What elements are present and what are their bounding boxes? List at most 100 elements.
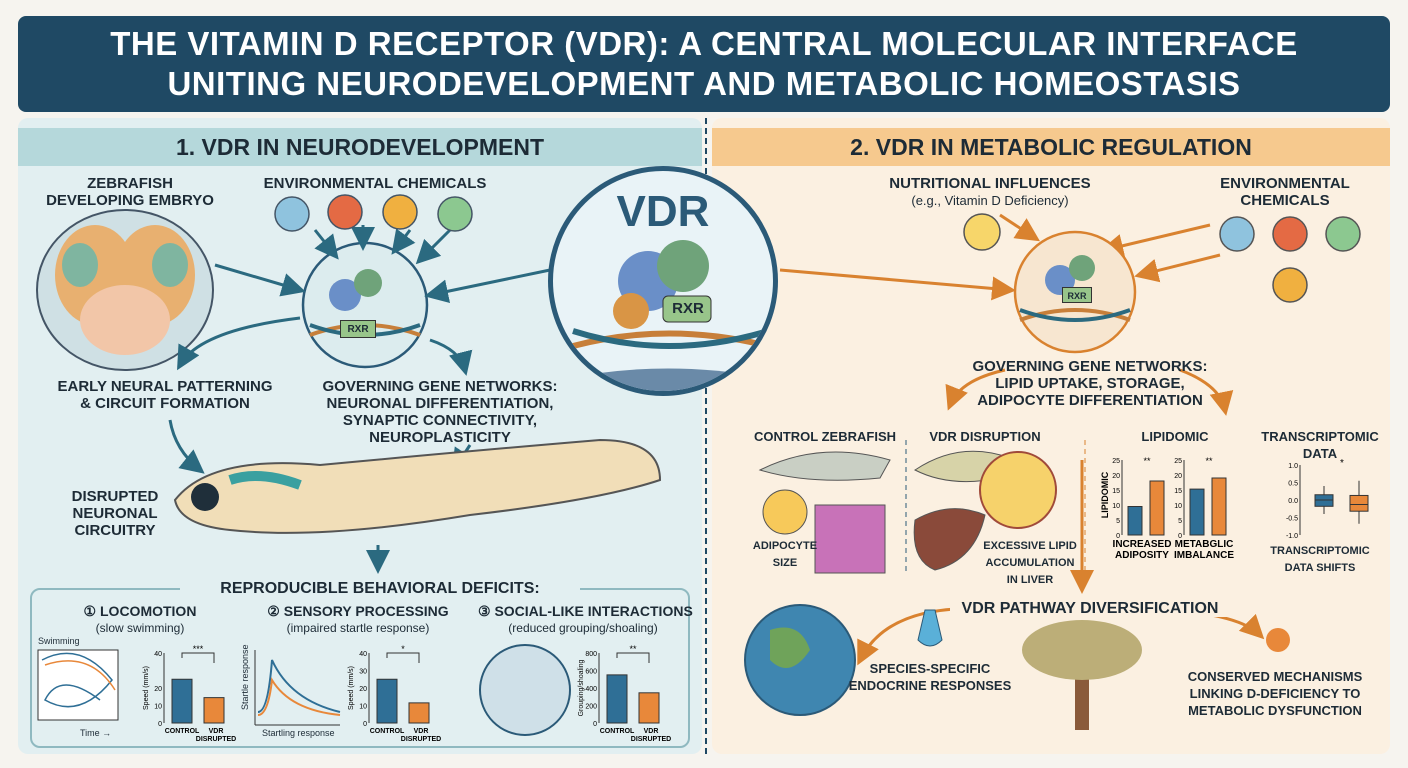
adipocyte-size-label: ADIPOCYTE SIZE [752,540,818,569]
category-label: VDR [414,728,429,735]
tick-label: 10 [1174,503,1182,510]
lipid-chart-label: IMBALANCE [1174,550,1234,561]
left-rxr-label: RXR [340,320,376,338]
disrupted-circuitry-label: DISRUPTED NEURONAL CIRCUITRY [71,488,159,539]
neuro-header: 1. VDR IN NEURODEVELOPMENT [18,128,702,166]
vdr-label: VDR [616,187,710,236]
neuro-arrows [168,225,551,574]
tick-label: 20 [154,686,162,693]
transcriptomic-title: TRANSCRIPTOMIC DATA [1261,429,1379,461]
plot-label: Startle response [240,644,250,710]
tick-label: 40 [359,651,367,658]
transcriptomic-shifts-label: TRANSCRIPTOMIC DATA SHIFTS [1270,545,1370,574]
chemical-icon [274,196,310,232]
tick-label: 0 [593,721,597,728]
tick-label: 10 [359,704,367,711]
vdr-complex-small-left [301,241,429,369]
category-label: CONTROL [600,728,635,735]
adipocyte-icon [762,489,808,535]
title-line-1: THE VITAMIN D RECEPTOR (VDR): A CENTRAL … [110,25,1298,62]
category-label: VDR [209,728,224,735]
tick-label: 0.5 [1288,481,1298,488]
metabolic-arrows [779,213,1265,666]
plot-label: Swimming [38,636,80,646]
neuro-networks-body: NEURONAL DIFFERENTIATION, SYNAPTIC CONNE… [326,395,554,446]
embryo-illustration [36,209,214,371]
tick-label: 1.0 [1288,463,1298,470]
tick-label: 30 [359,669,367,676]
tick-label: 0 [363,721,367,728]
enlarged-adipocyte-icon [979,451,1057,529]
deficit-title: ① LOCOMOTION [40,603,240,620]
tick-label: 20 [1112,473,1120,480]
tick-label: -1.0 [1286,533,1298,540]
significance-bracket [181,652,215,663]
left-chemicals-label: ENVIRONMENTAL CHEMICALS [263,175,487,192]
control-fish-icon [758,451,891,481]
neuro-networks-title: GOVERNING GENE NETWORKS: [322,378,558,395]
significance-label: ** [1205,456,1213,466]
bar [1211,477,1227,536]
bar [638,692,660,724]
chemical-icon [437,196,473,232]
bar [1189,488,1205,536]
tick-label: 15 [1112,488,1120,495]
y-axis-label: Speed (mm/s) [348,666,355,710]
bar [1127,506,1143,536]
tick-label: 5 [1178,518,1182,525]
category-label: DISRUPTED [401,736,441,743]
deficit-title: ③ SOCIAL-LIKE INTERACTIONS [478,603,693,620]
larva-illustration [173,438,662,534]
lipidomic-axis-label: LIPIDOMIC [1100,471,1110,518]
tick-label: 25 [1174,458,1182,465]
startle-response-plot [254,650,341,726]
flask-icon [917,609,943,647]
significance-label: * [401,644,405,654]
category-label: VDR [644,728,659,735]
metabolic-header: 2. VDR IN METABOLIC REGULATION [712,128,1390,166]
species-specific-label: SPECIES-SPECIFIC ENDOCRINE RESPONSES [848,661,1012,693]
lipid-chart-label: ADIPOSITY [1115,550,1169,561]
tick-label: 20 [1174,473,1182,480]
nutritional-sub: (e.g., Vitamin D Deficiency) [911,193,1069,208]
conserved-mechanisms-label: CONSERVED MECHANISMS LINKING D-DEFICIENC… [1187,669,1363,718]
bar [408,702,430,724]
deficit-number: ① [83,603,97,619]
vdr-rxr-dna-icon [553,240,773,391]
right-rxr-label: RXR [1062,287,1092,303]
significance-bracket [616,652,650,663]
y-axis-label: Grouping/shoaling [578,659,585,716]
tick-label: 800 [585,651,597,658]
tree-icon [1022,620,1142,730]
category-label: DISRUPTED [196,736,236,743]
control-zebrafish-label: CONTROL ZEBRAFISH [753,429,897,444]
tick-label: 0 [1116,533,1120,540]
significance-label: *** [193,644,204,654]
deficits-title: REPRODUCIBLE BEHAVIORAL DEFICITS: [180,580,580,597]
lipid-chart-label: INCREASED [1113,539,1172,550]
title-line-2: UNITING NEURODEVELOPMENT AND METABOLIC H… [167,65,1241,102]
category-label: CONTROL [165,728,200,735]
deficit-subtitle: (slow swimming) [95,621,185,635]
significance-label: ** [1143,456,1151,466]
tick-label: 10 [1112,503,1120,510]
chemical-icon [382,194,418,230]
chemical-icon [327,194,363,230]
significance-label: ** [629,644,637,654]
swimming-trace-plot [37,649,119,721]
panel-divider [705,118,707,754]
tick-label: 40 [154,651,162,658]
y-axis-label: Speed (mm/s) [143,666,150,710]
tick-label: -0.5 [1286,516,1298,523]
tick-label: 200 [585,704,597,711]
nutrient-icon [963,213,1001,251]
tick-label: 0 [1178,533,1182,540]
diversification-title: VDR PATHWAY DIVERSIFICATION [950,600,1230,617]
significance-bracket [386,652,420,663]
chemical-icon [1325,216,1361,252]
